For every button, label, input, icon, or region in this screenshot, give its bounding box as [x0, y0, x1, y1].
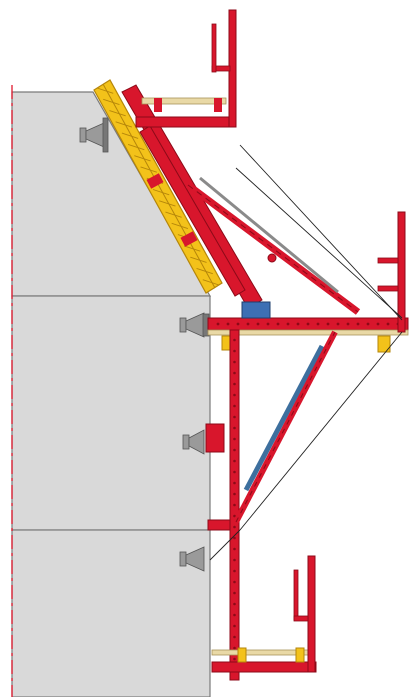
wall-shoe-lower: [207, 519, 231, 531]
bottom-deck-beam: [211, 661, 317, 673]
concrete-wall: [11, 85, 212, 697]
inclined-wall-formwork: [93, 79, 223, 294]
diagonal-push-pull-prop: [233, 330, 338, 524]
tension-cables: [209, 144, 403, 561]
main-carriage: [241, 301, 271, 319]
main-deck-plank: [207, 329, 409, 336]
vertical-suspension-post: [205, 329, 240, 681]
wall-shoe-mid: [205, 423, 225, 453]
main-guard-post: [397, 211, 406, 333]
top-deck-beam: [135, 116, 235, 128]
bottom-guard-post: [307, 555, 316, 673]
bottom-trailing-platform: [211, 555, 317, 673]
wall-anchor-upper: [79, 117, 109, 153]
inclined-secondary-beam: [139, 125, 246, 297]
bottom-deck-plank: [211, 649, 309, 656]
wall-anchor-mid-2: [182, 429, 205, 455]
wall-anchor-lower: [179, 546, 205, 572]
wall-segment-lower: [11, 529, 211, 697]
wall-segment-middle: [11, 295, 211, 531]
upper-push-pull-props: [185, 176, 361, 315]
top-working-platform: [121, 9, 263, 309]
top-deck-plank: [141, 97, 227, 105]
